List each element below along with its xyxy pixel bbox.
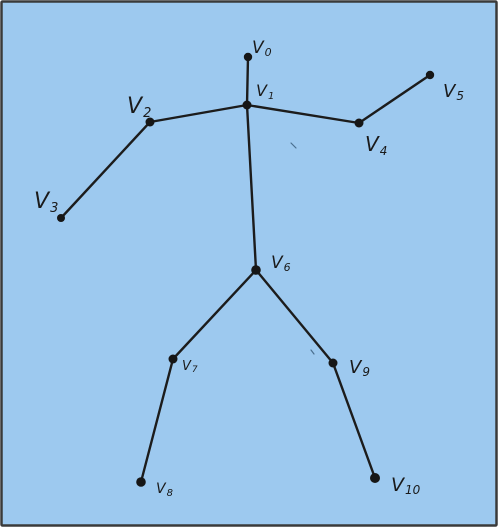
node-label-subscript: 9 [362, 365, 370, 379]
node-v10 [370, 473, 380, 483]
stray-mark [290, 142, 297, 149]
node-label-letter: V [34, 189, 51, 214]
edge-v1-v2 [148, 103, 249, 124]
node-label-subscript: 4 [380, 144, 388, 158]
node-label-letter: V [365, 132, 380, 156]
node-label-letter: V [127, 94, 144, 119]
node-v1 [242, 100, 252, 110]
node-label-subscript: 5 [456, 89, 464, 103]
node-label-letter: V [156, 481, 167, 497]
edge-v7-v8 [139, 357, 175, 484]
node-label-letter: V [391, 474, 406, 496]
node-v6 [251, 265, 261, 275]
node-label-subscript: 8 [167, 488, 173, 499]
edge-v2-v3 [59, 120, 152, 220]
node-label-v0: V0 [252, 38, 272, 59]
node-label-v4: V4 [365, 132, 387, 158]
node-label-v2: V2 [127, 94, 151, 121]
edge-v6-v7 [171, 268, 258, 361]
node-label-letter: V [349, 357, 363, 378]
edge-layer [59, 55, 432, 484]
edge-v1-v4 [245, 103, 361, 125]
edge-v4-v5 [357, 73, 432, 125]
node-label-subscript: 6 [284, 261, 291, 274]
edge-v6-v9 [254, 268, 335, 365]
edge-v1-v6 [245, 103, 258, 272]
node-label-v7: V7 [182, 359, 198, 375]
node-label-letter: V [252, 38, 265, 58]
node-v5 [425, 70, 435, 80]
node-v8 [136, 477, 146, 487]
node-label-v6: V6 [271, 253, 291, 274]
edge-v9-v10 [331, 361, 377, 480]
node-label-letter: V [256, 81, 268, 100]
node-v0 [243, 52, 253, 62]
edge-v0-v1 [245, 55, 250, 107]
node-label-subscript: 2 [143, 106, 151, 121]
node-label-v8: V8 [156, 481, 173, 499]
node-label-subscript: 7 [192, 365, 198, 375]
node-v3 [57, 214, 65, 222]
node-label-v9: V9 [349, 357, 370, 379]
node-label-letter: V [182, 359, 192, 374]
node-label-v10: V10 [391, 474, 421, 497]
node-label-letter: V [443, 81, 457, 102]
node-label-v5: V5 [443, 81, 464, 103]
node-label-subscript: 3 [50, 201, 58, 216]
node-label-subscript: 0 [265, 46, 272, 59]
node-v7 [168, 354, 178, 364]
node-label-subscript: 1 [268, 91, 274, 102]
node-v2 [145, 117, 155, 127]
node-label-v1: V1 [256, 81, 274, 102]
node-label-subscript: 10 [405, 483, 421, 497]
node-v9 [328, 358, 338, 368]
node-label-v3: V3 [34, 189, 58, 216]
stray-mark [310, 349, 315, 355]
node-v4 [354, 118, 364, 128]
node-layer [57, 52, 435, 487]
node-label-letter: V [271, 253, 284, 273]
